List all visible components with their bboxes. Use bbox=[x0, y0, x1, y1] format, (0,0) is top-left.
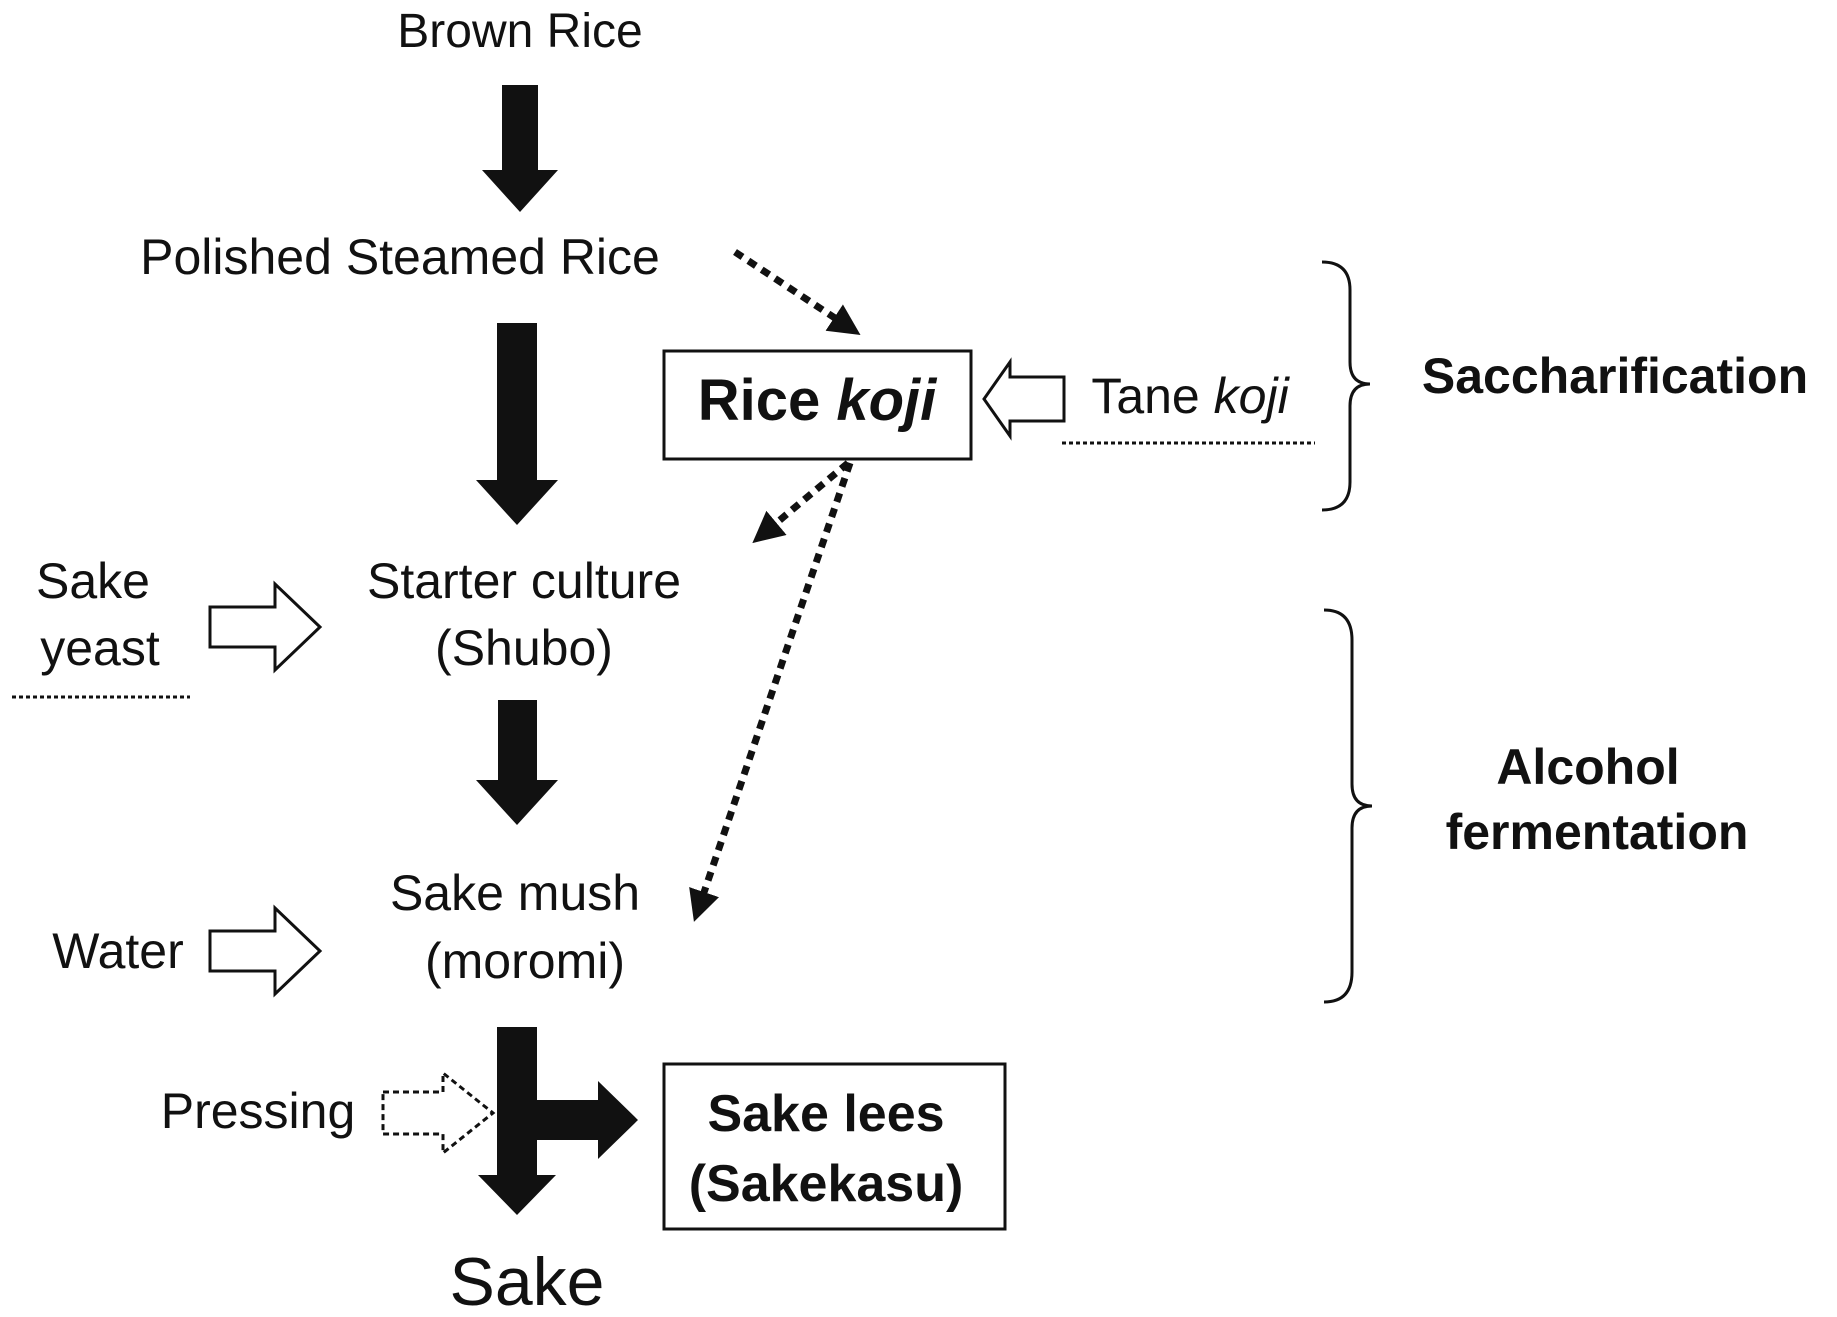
alcohol-fermentation-line1: Alcohol bbox=[1496, 739, 1679, 795]
saccharification-brace bbox=[1321, 260, 1371, 512]
rice-koji-label: Rice koji bbox=[698, 368, 938, 433]
dotted-arrow-koji-to-starter bbox=[752, 460, 851, 544]
tane-koji-main: Tane bbox=[1091, 368, 1199, 424]
sake-mush-line2: (moromi) bbox=[425, 933, 625, 989]
sake-lees-line1: Sake lees bbox=[707, 1085, 944, 1143]
water-label: Water bbox=[52, 923, 184, 979]
arrow-pressing bbox=[381, 1069, 496, 1157]
arrow-starter-to-mush bbox=[476, 700, 558, 825]
brown-rice-label: Brown Rice bbox=[397, 5, 642, 58]
sake-yeast-line2: yeast bbox=[40, 620, 160, 676]
arrow-water-to-mush bbox=[208, 904, 323, 998]
starter-culture-line2: (Shubo) bbox=[435, 620, 613, 676]
sake-mush-line1: Sake mush bbox=[390, 865, 640, 921]
arrow-yeast-to-starter bbox=[208, 580, 323, 674]
rice-koji-main: Rice bbox=[698, 368, 821, 433]
arrow-brown-to-polished bbox=[482, 85, 558, 212]
arrow-polished-to-starter bbox=[476, 323, 558, 525]
polished-steamed-rice-label: Polished Steamed Rice bbox=[140, 229, 660, 285]
dotted-arrow-polished-to-koji bbox=[733, 249, 861, 335]
arrow-to-sake-lees bbox=[537, 1081, 638, 1159]
rice-koji-italic: koji bbox=[836, 368, 938, 433]
rice-koji-box bbox=[662, 349, 973, 461]
alcohol-fermentation-line2: fermentation bbox=[1446, 804, 1749, 860]
saccharification-label: Saccharification bbox=[1422, 348, 1808, 404]
sake-yeast-line1: Sake bbox=[36, 553, 150, 609]
pressing-label: Pressing bbox=[161, 1083, 356, 1139]
alcohol-fermentation-brace bbox=[1323, 608, 1373, 1004]
sake-lees-line2: (Sakekasu) bbox=[689, 1155, 964, 1213]
tane-koji-italic: koji bbox=[1214, 368, 1291, 424]
starter-culture-line1: Starter culture bbox=[367, 553, 681, 609]
tane-koji-label: Tane koji bbox=[1091, 368, 1290, 424]
sake-label: Sake bbox=[450, 1244, 605, 1317]
dotted-arrow-koji-to-mush bbox=[689, 461, 854, 922]
arrow-mush-to-sake bbox=[478, 1027, 556, 1215]
sake-lees-box bbox=[662, 1062, 1007, 1231]
arrow-tane-koji-to-rice-koji bbox=[982, 357, 1066, 441]
